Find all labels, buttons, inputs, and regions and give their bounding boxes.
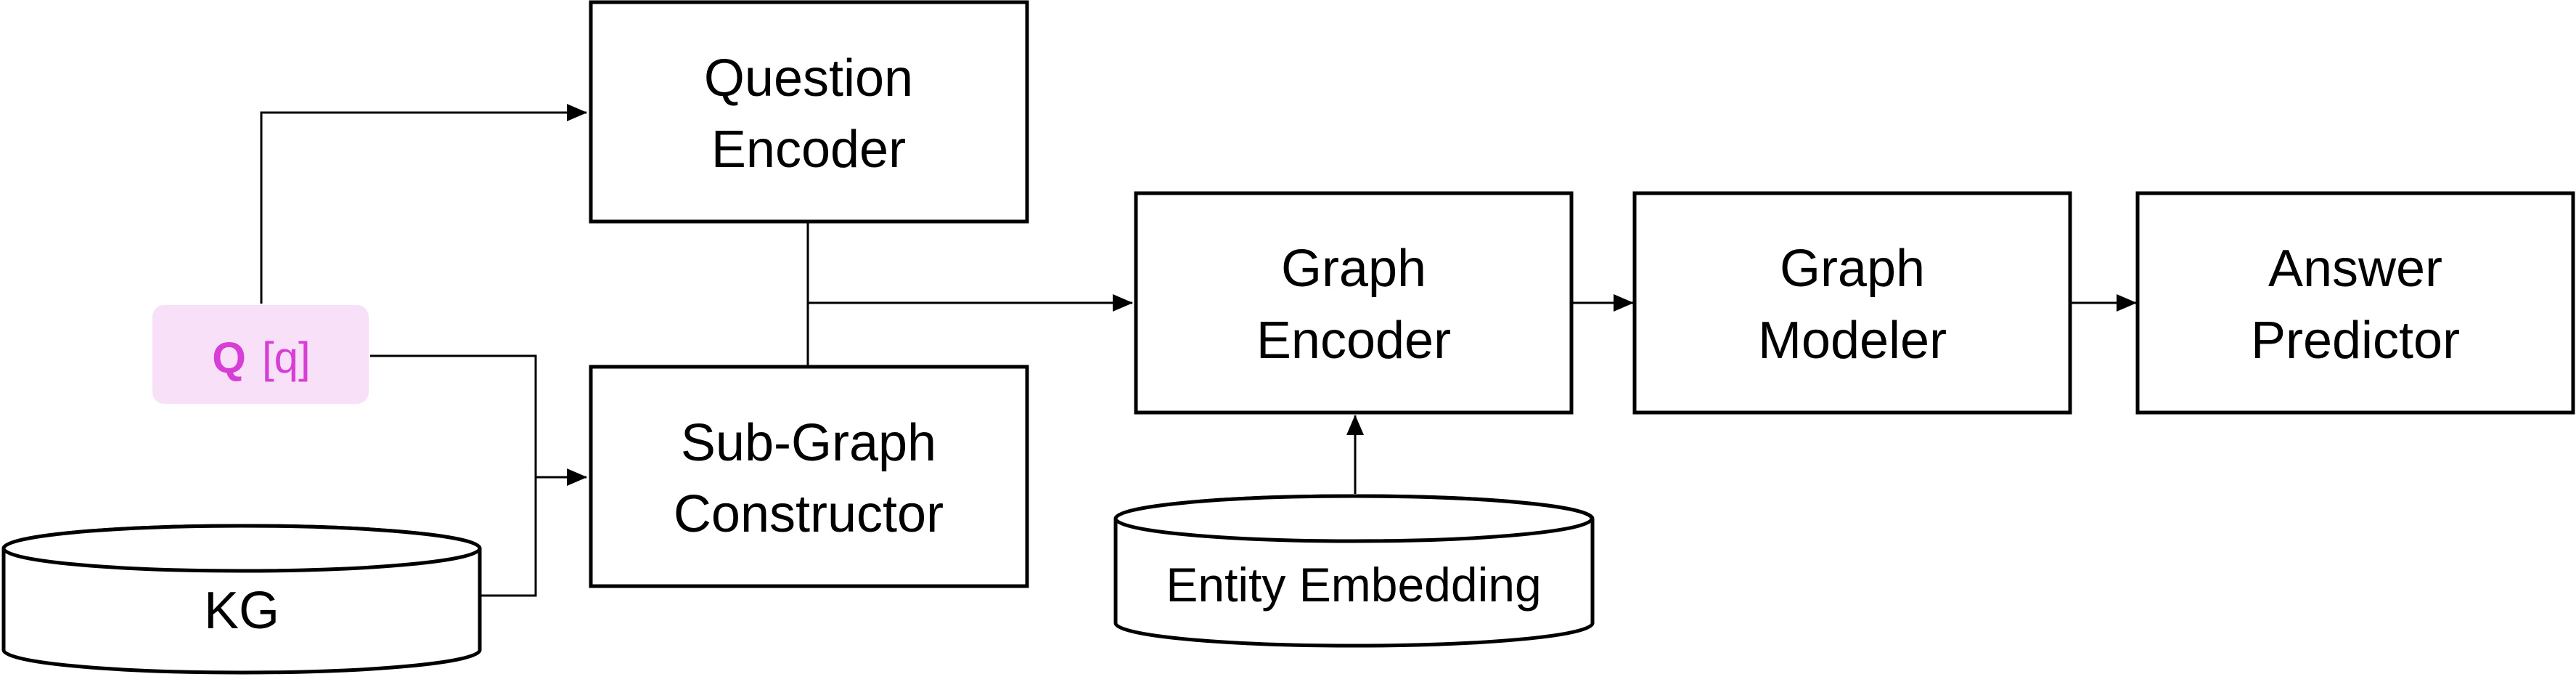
question-variable: [q] [262,333,311,382]
arrow-q-to-subgraph-constructor [370,354,587,486]
graph-encoder-label-line2: Encoder [1256,312,1451,370]
graph-modeler-node: Graph Modeler [1632,191,2072,415]
graph-modeler-label-line2: Modeler [1758,312,1947,370]
answer-predictor-label-line2: Predictor [2251,312,2460,370]
subgraph-constructor-node: Sub-Graph Constructor [589,365,1029,588]
question-encoder-label-line1: Question [704,49,913,107]
question-input-label: Q [q] [212,333,310,382]
question-input-node: Q [q] [152,305,369,404]
entity-embedding-database: Entity Embedding [1113,494,1595,648]
subgraph-constructor-label-line1: Sub-Graph [681,414,936,472]
kg-database: KG [1,524,482,675]
answer-predictor-node: Answer Predictor [2135,191,2575,415]
question-symbol: Q [212,333,246,382]
graph-encoder-node: Graph Encoder [1134,191,1574,415]
answer-predictor-label-line1: Answer [2268,240,2442,298]
subgraph-constructor-label-line2: Constructor [674,485,944,543]
question-encoder-label-line2: Encoder [711,121,906,179]
line-kg-to-subgraph-constructor [481,477,537,597]
graph-modeler-label-line1: Graph [1780,240,1925,298]
graph-encoder-label-line1: Graph [1281,240,1426,298]
entity-embedding-label: Entity Embedding [1166,558,1541,612]
question-encoder-node: Question Encoder [589,0,1029,224]
arrow-q-to-question-encoder [260,104,587,304]
kg-label: KG [204,582,279,640]
connectors [260,104,2137,597]
